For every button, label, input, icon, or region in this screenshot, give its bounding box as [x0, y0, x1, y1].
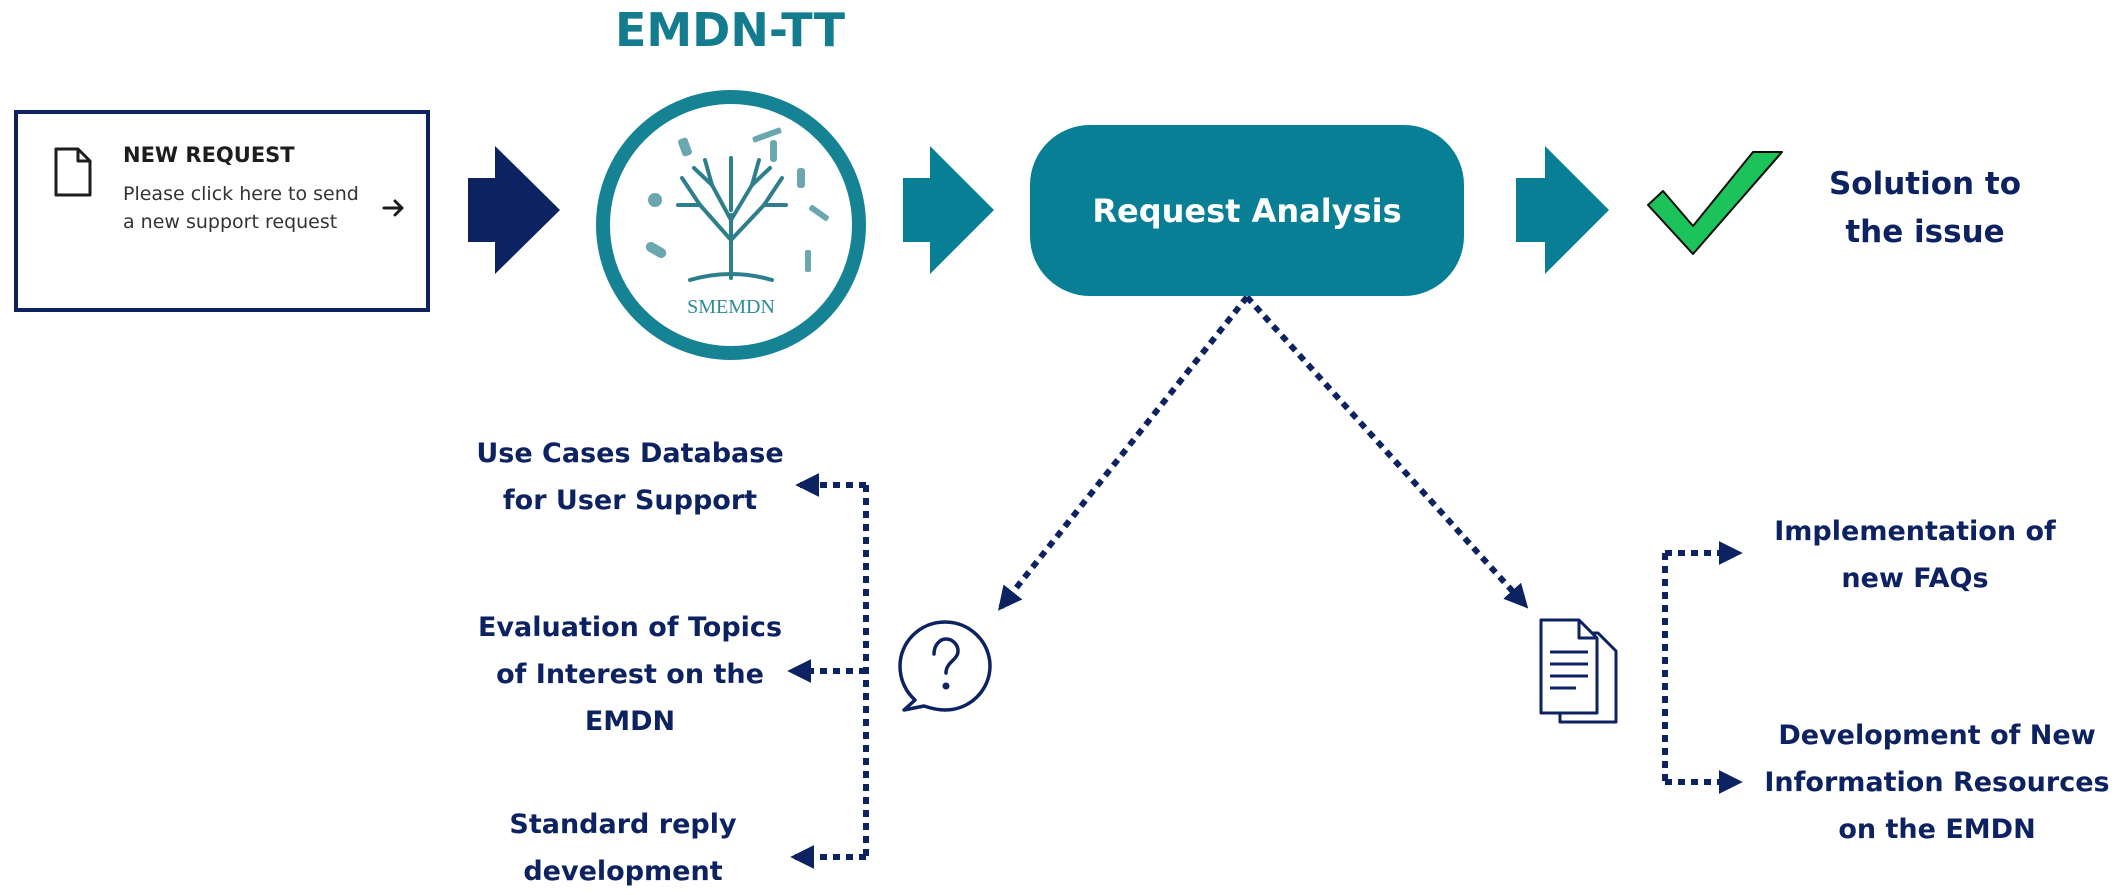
file-icon: [54, 147, 92, 197]
document-branch-connectors: [1662, 541, 1743, 794]
topics-line-3: EMDN: [584, 706, 676, 737]
question-branch-connectors: [787, 473, 869, 869]
solution-line-1: Solution to: [1828, 166, 2022, 202]
new-request-title: NEW REQUEST: [123, 143, 295, 167]
topics-evaluation-label: Evaluation of Topics of Interest on the …: [445, 604, 815, 745]
new-request-description: Please click here to send a new support …: [123, 183, 359, 233]
use-cases-line-1: Use Cases Database: [476, 438, 784, 469]
standard-reply-line-1: Standard reply: [509, 809, 737, 840]
resources-line-2: Information Resources: [1764, 767, 2110, 798]
tree-logo-icon: SMEMDN: [596, 90, 866, 360]
flow-arrow-2: [903, 146, 994, 274]
standard-reply-line-2: development: [523, 856, 723, 887]
flow-arrow-1: [468, 146, 560, 274]
request-analysis-box: Request Analysis: [1030, 125, 1464, 296]
resources-line-3: on the EMDN: [1838, 814, 2036, 845]
connector-to-documents: [1244, 294, 1529, 609]
topics-line-2: of Interest on the: [496, 659, 764, 690]
connector-to-question: [998, 295, 1250, 611]
logo-text: SMEMDN: [687, 296, 775, 318]
resources-line-1: Development of New: [1778, 720, 2096, 751]
diagram-title: EMDN-TT: [614, 3, 846, 57]
checkmark-icon: [1647, 151, 1783, 255]
faqs-line-1: Implementation of: [1774, 516, 2056, 547]
question-bubble-icon: [898, 620, 992, 712]
new-faqs-label: Implementation of new FAQs: [1735, 508, 2095, 602]
arrow-right-icon[interactable]: [380, 194, 408, 222]
information-resources-label: Development of New Information Resources…: [1755, 712, 2119, 853]
faqs-line-2: new FAQs: [1841, 563, 1989, 594]
solution-label: Solution to the issue: [1780, 160, 2070, 256]
standard-reply-label: Standard reply development: [445, 801, 801, 895]
use-cases-line-2: for User Support: [502, 485, 758, 516]
request-analysis-label: Request Analysis: [1092, 191, 1402, 230]
flow-arrow-3: [1516, 146, 1609, 274]
topics-line-1: Evaluation of Topics: [477, 612, 783, 643]
solution-line-2: the issue: [1845, 214, 2005, 250]
new-request-card[interactable]: NEW REQUEST Please click here to send a …: [14, 110, 430, 312]
documents-icon: [1539, 618, 1618, 724]
use-cases-database-label: Use Cases Database for User Support: [445, 430, 815, 524]
